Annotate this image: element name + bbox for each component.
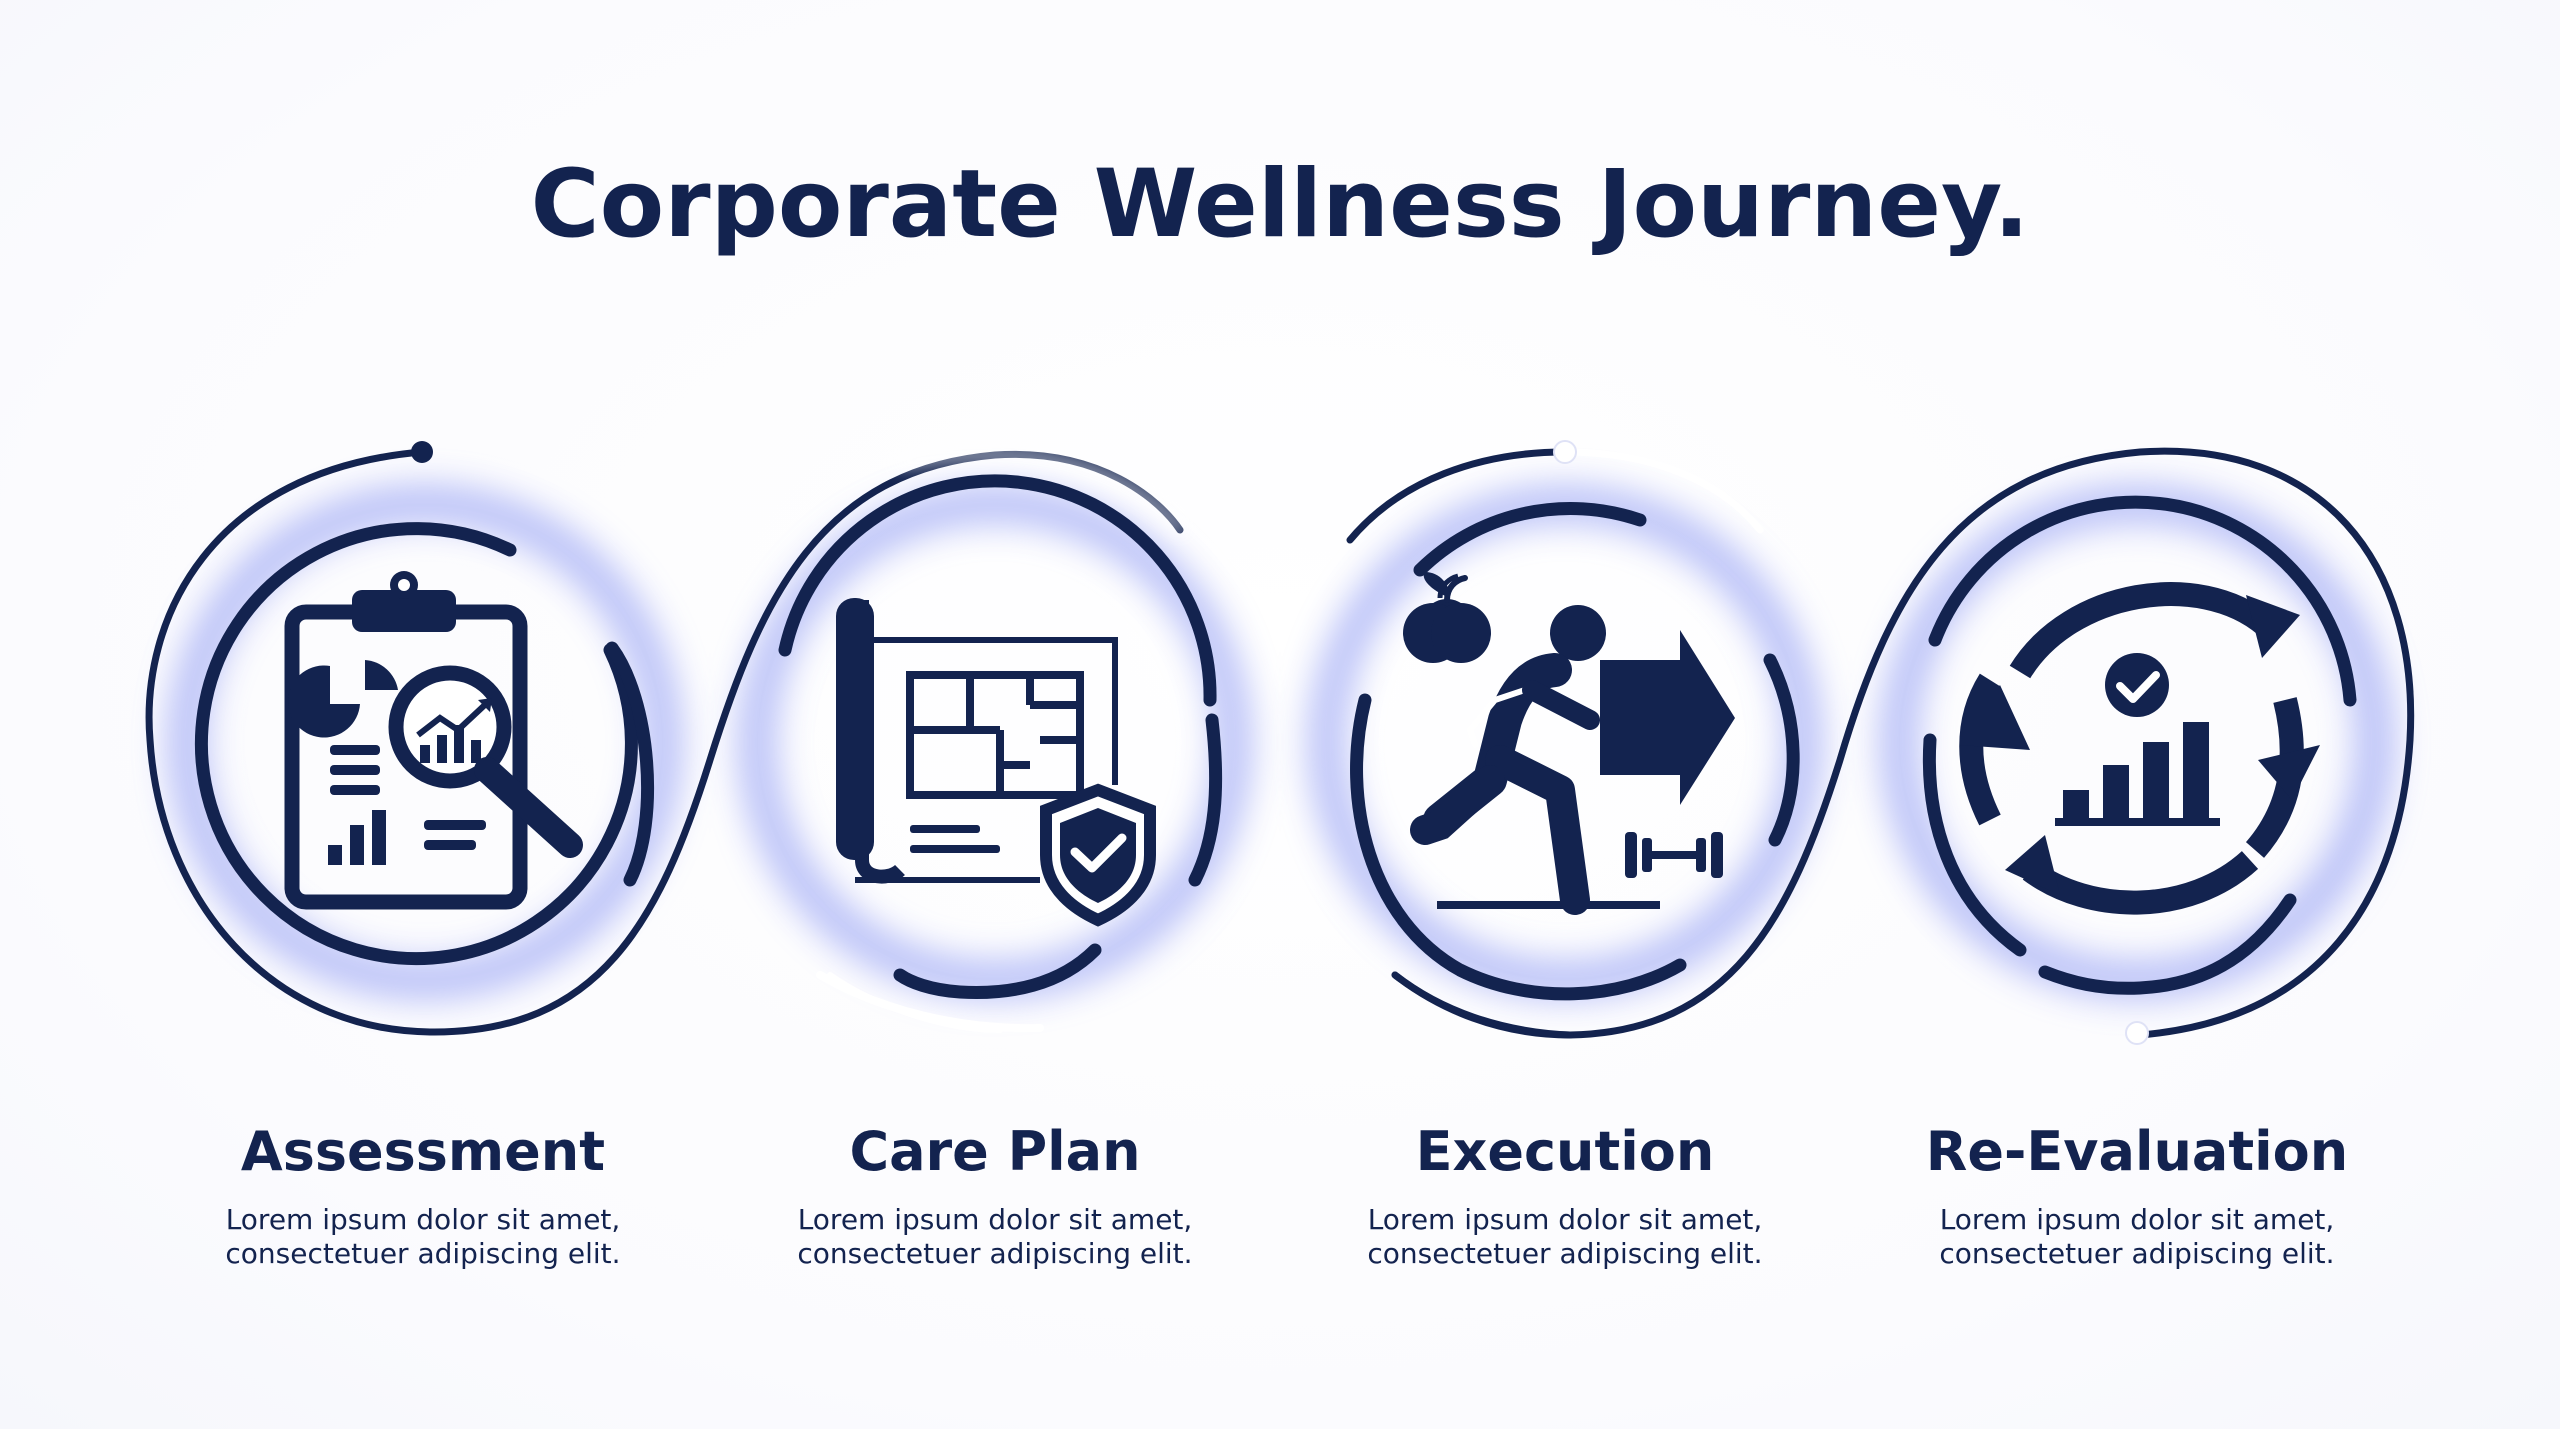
step-3-node[interactable] bbox=[1350, 501, 1800, 1001]
step-3-description: Lorem ipsum dolor sit amet, consectetuer… bbox=[1285, 1203, 1845, 1271]
highlight-arcs bbox=[816, 449, 1574, 1039]
dumbbell-icon bbox=[1625, 832, 1723, 878]
step-4-node[interactable] bbox=[1922, 495, 2357, 995]
step-4-description: Lorem ipsum dolor sit amet, consectetuer… bbox=[1857, 1203, 2417, 1271]
blueprint-shield-icon bbox=[836, 598, 1156, 927]
step-1-node[interactable] bbox=[194, 522, 655, 966]
step-2-desc-line-1: Lorem ipsum dolor sit amet, bbox=[797, 1203, 1193, 1236]
step-4-desc-line-1: Lorem ipsum dolor sit amet, bbox=[1939, 1203, 2335, 1236]
step-2-title: Care Plan bbox=[849, 1120, 1141, 1183]
running-person-icon bbox=[1410, 573, 1735, 915]
curve-mid-dot bbox=[1553, 440, 1577, 464]
curve-end-dot bbox=[2125, 1021, 2149, 1045]
step-4-title: Re-Evaluation bbox=[1925, 1120, 2349, 1183]
page-title: Corporate Wellness Journey. bbox=[530, 150, 2030, 259]
step-3-title: Execution bbox=[1415, 1120, 1715, 1183]
step-1-desc-line-1: Lorem ipsum dolor sit amet, bbox=[225, 1203, 621, 1236]
step-2-node[interactable] bbox=[778, 474, 1223, 999]
step-2-desc-line-2: consectetuer adipiscing elit. bbox=[797, 1237, 1193, 1270]
clipboard-analysis-icon bbox=[284, 571, 583, 910]
apple-icon bbox=[1403, 572, 1491, 663]
step-4-desc-line-2: consectetuer adipiscing elit. bbox=[1939, 1237, 2335, 1270]
step-3-desc-line-1: Lorem ipsum dolor sit amet, bbox=[1367, 1203, 1763, 1236]
step-3-desc-line-2: consectetuer adipiscing elit. bbox=[1367, 1237, 1763, 1270]
step-1-title: Assessment bbox=[240, 1120, 606, 1183]
step-1-description: Lorem ipsum dolor sit amet, consectetuer… bbox=[143, 1203, 703, 1271]
cycle-chart-icon bbox=[1959, 582, 2320, 915]
step-2-description: Lorem ipsum dolor sit amet, consectetuer… bbox=[715, 1203, 1275, 1271]
step-1-desc-line-2: consectetuer adipiscing elit. bbox=[225, 1237, 621, 1270]
curve-start-dot bbox=[411, 441, 433, 463]
